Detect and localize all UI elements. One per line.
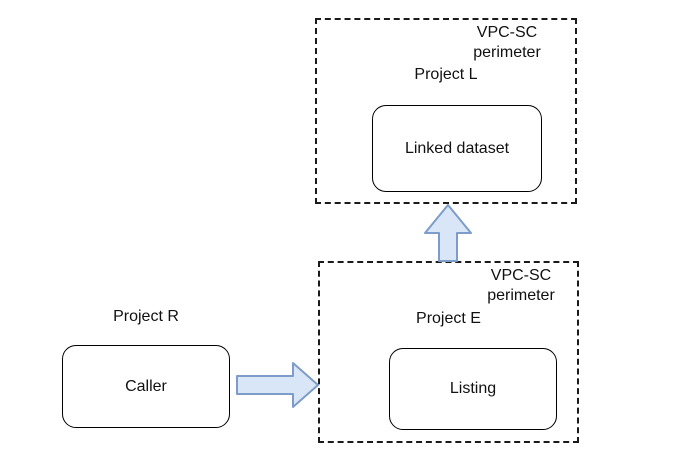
vpc-sc-perimeter-top: VPC-SC perimeter Project L Linked datase… [315,18,577,204]
project-l-label: Project L [414,66,478,83]
project-e-label: Project E [416,310,481,327]
right-arrow-icon [236,362,319,408]
project-r-label: Project R [113,308,179,325]
node-listing: Listing [389,348,557,430]
perimeter-bottom-label-line1: VPC-SC [490,267,552,284]
perimeter-bottom-label-line2: perimeter [487,287,555,304]
perimeter-top-label-line1: VPC-SC [476,24,538,41]
node-caller: Caller [62,345,230,428]
perimeter-top-label: VPC-SC perimeter [457,23,557,63]
perimeter-bottom-label: VPC-SC perimeter [471,266,571,306]
node-listing-label: Listing [449,380,497,397]
vpc-sc-perimeter-bottom: VPC-SC perimeter Project E Listing [318,261,579,443]
node-linked-dataset-label: Linked dataset [404,139,510,157]
perimeter-top-label-line2: perimeter [473,44,541,61]
node-linked-dataset: Linked dataset [372,105,542,192]
node-caller-label: Caller [125,377,167,395]
up-arrow-icon [424,204,472,262]
